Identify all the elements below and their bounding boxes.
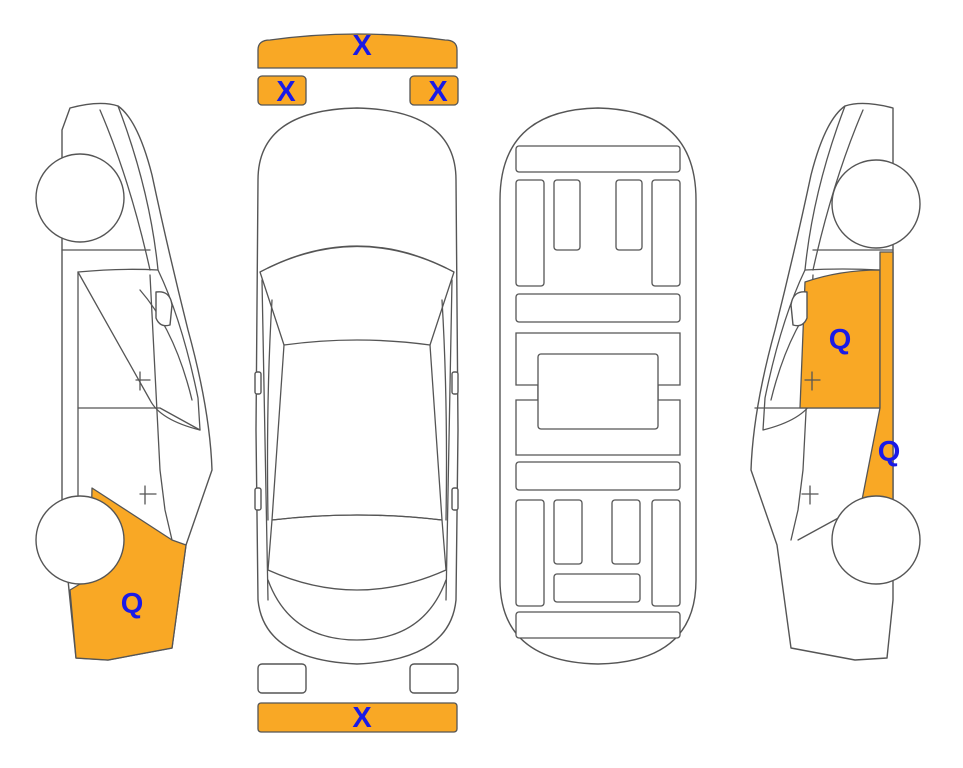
left-rear-door-handle [139,485,157,505]
top-view-right-mirror [451,371,459,395]
front-left-light-mark: X [276,76,296,108]
right-rear-door-handle [801,485,819,505]
right-front-door-mark: Q [829,324,852,356]
rear-right-light [409,663,459,694]
left-front-wheel [35,153,125,243]
left-rear-fender-mark: Q [121,588,144,620]
right-side-window-lines [762,268,881,431]
left-side-mirror [155,291,173,327]
left-side-window-lines [77,268,201,431]
car-right-side-view: Q Q [750,102,921,661]
front-bumper-mark: X [352,30,372,62]
car-top-view: X X X X [254,30,459,734]
rear-bumper-damage [257,702,458,733]
right-front-door-handle [804,371,821,391]
front-bumper-damage [257,33,458,69]
right-rear-wheel [831,495,921,585]
top-view-body-outline [255,107,459,665]
rear-bumper-mark: X [352,702,372,734]
front-right-light-mark: X [428,76,448,108]
right-b-pillar-mark: Q [878,436,901,468]
rear-left-light [257,663,307,694]
left-rear-wheel [35,495,125,585]
front-right-light-damage [409,75,459,106]
car-left-side-view: Q [35,102,213,661]
top-view-left-mirror [254,371,262,395]
left-front-door-handle [135,371,151,391]
front-left-light-damage [257,75,307,106]
right-front-wheel [831,159,921,249]
right-side-mirror [790,291,808,327]
car-underside-view [499,107,697,665]
